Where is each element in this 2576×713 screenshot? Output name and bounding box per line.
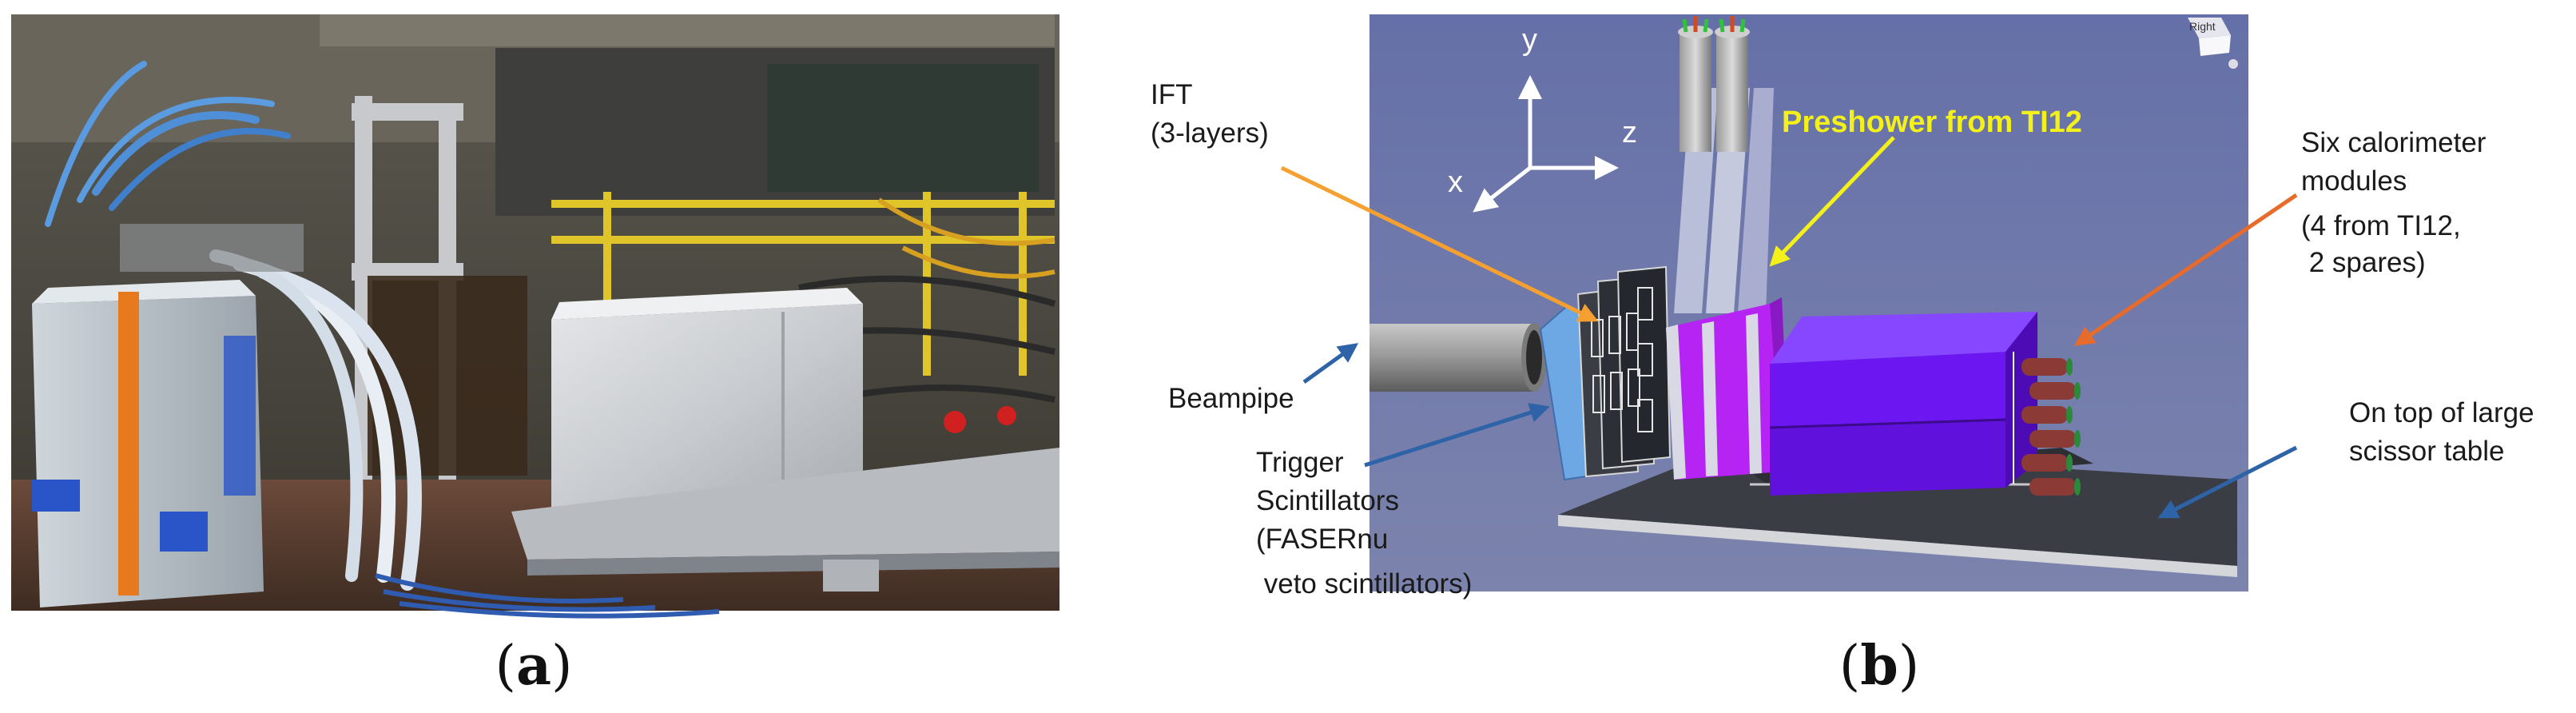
label-trigger-3: (FASERnu bbox=[1256, 524, 1388, 555]
calorimeter-modules bbox=[1769, 312, 2037, 496]
preshower-arrow bbox=[1769, 136, 1895, 267]
panel-a-photo bbox=[11, 14, 1059, 619]
label-calo-4: 2 spares) bbox=[2301, 247, 2426, 278]
label-preshower: Preshower from TI12 bbox=[1782, 106, 2082, 139]
caption-a: (a) bbox=[495, 634, 572, 698]
axis-x-label: x bbox=[1448, 165, 1463, 199]
ift-stations bbox=[1576, 265, 1672, 478]
axes-gizmo bbox=[1473, 75, 1619, 213]
label-beampipe: Beampipe bbox=[1168, 383, 1294, 414]
calorimeter-pmts bbox=[2021, 358, 2081, 496]
label-ift: IFT bbox=[1151, 79, 1192, 110]
preshower-planes bbox=[1666, 297, 1790, 480]
calorimeter-arrow bbox=[2073, 193, 2298, 346]
label-calo-1: Six calorimeter bbox=[2301, 127, 2487, 158]
ift-arrow bbox=[1280, 165, 1599, 322]
axis-y-label: y bbox=[1522, 23, 1537, 57]
panel-b-render: Right bbox=[1280, 14, 2298, 592]
beampipe bbox=[1369, 323, 1547, 392]
caption-b: (b) bbox=[1839, 634, 1920, 698]
view-cube-icon[interactable]: Right bbox=[2188, 18, 2238, 69]
label-calo-2: modules bbox=[2301, 165, 2407, 197]
label-trigger-1: Trigger bbox=[1256, 447, 1344, 478]
label-table-2: scissor table bbox=[2349, 436, 2505, 467]
beampipe-arrow bbox=[1302, 343, 1359, 384]
label-table-1: On top of large bbox=[2349, 397, 2534, 428]
label-ift-layers: (3-layers) bbox=[1151, 118, 1269, 149]
label-trigger-2: Scintillators bbox=[1256, 485, 1399, 516]
trigger-arrow bbox=[1364, 403, 1550, 468]
axis-z-label: z bbox=[1622, 116, 1637, 149]
label-calo-3: (4 from TI12, bbox=[2301, 210, 2461, 241]
view-cube-label: Right bbox=[2189, 20, 2216, 33]
table-arrow bbox=[2157, 445, 2298, 519]
preshower-light-guides bbox=[1674, 16, 1774, 313]
label-trigger-4: veto scintillators) bbox=[1256, 568, 1472, 599]
